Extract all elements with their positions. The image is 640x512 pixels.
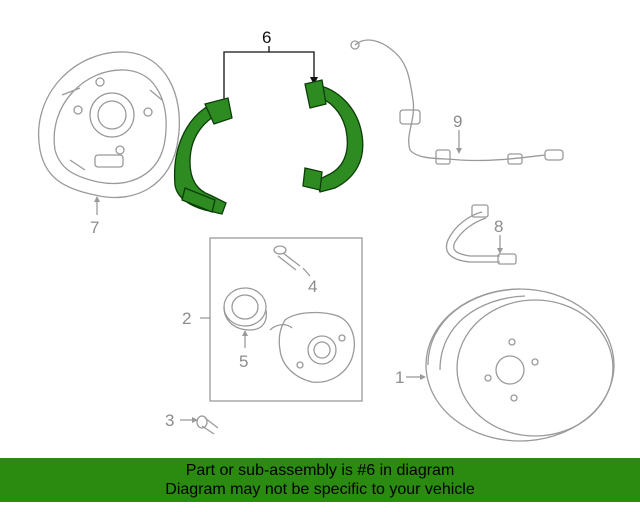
arrow-8 — [497, 248, 503, 254]
arrow-9 — [456, 148, 462, 154]
banner-line-2: Diagram may not be specific to your vehi… — [165, 481, 475, 498]
callout-4[interactable]: 4 — [308, 277, 317, 296]
abs-sensor[interactable] — [350, 39, 564, 165]
wheel-hub[interactable] — [269, 311, 355, 383]
leader-4 — [302, 267, 311, 277]
arrow-5 — [242, 330, 248, 336]
callout-6[interactable]: 6 — [262, 28, 271, 47]
wheel-bearing[interactable] — [223, 287, 268, 331]
brake-drum[interactable] — [425, 288, 615, 442]
parts-diagram: 7 6 9 8 4 — [38, 28, 615, 442]
callout-3[interactable]: 3 — [165, 411, 174, 430]
brake-shoe-right[interactable] — [302, 79, 364, 193]
banner-line-1: Part or sub-assembly is #6 in diagram — [185, 462, 455, 479]
leader-6 — [223, 51, 315, 104]
brake-hose[interactable] — [445, 204, 517, 265]
brake-shoe-left[interactable] — [173, 97, 233, 215]
lug-bolt[interactable] — [196, 415, 219, 435]
backing-plate[interactable] — [38, 51, 180, 199]
arrow-6-right — [310, 77, 318, 85]
callout-1[interactable]: 1 — [395, 368, 404, 387]
arrow-3 — [192, 417, 198, 423]
callout-7[interactable]: 7 — [90, 218, 99, 237]
callout-2[interactable]: 2 — [182, 309, 191, 328]
hub-bolt[interactable] — [273, 245, 301, 271]
info-banner: Part or sub-assembly is #6 in diagram Di… — [0, 458, 640, 502]
callout-5[interactable]: 5 — [239, 352, 248, 371]
hub-assembly-box — [209, 237, 363, 402]
arrow-1 — [420, 374, 426, 380]
arrow-7 — [94, 196, 100, 202]
callout-9[interactable]: 9 — [453, 112, 462, 131]
callout-8[interactable]: 8 — [494, 217, 503, 236]
